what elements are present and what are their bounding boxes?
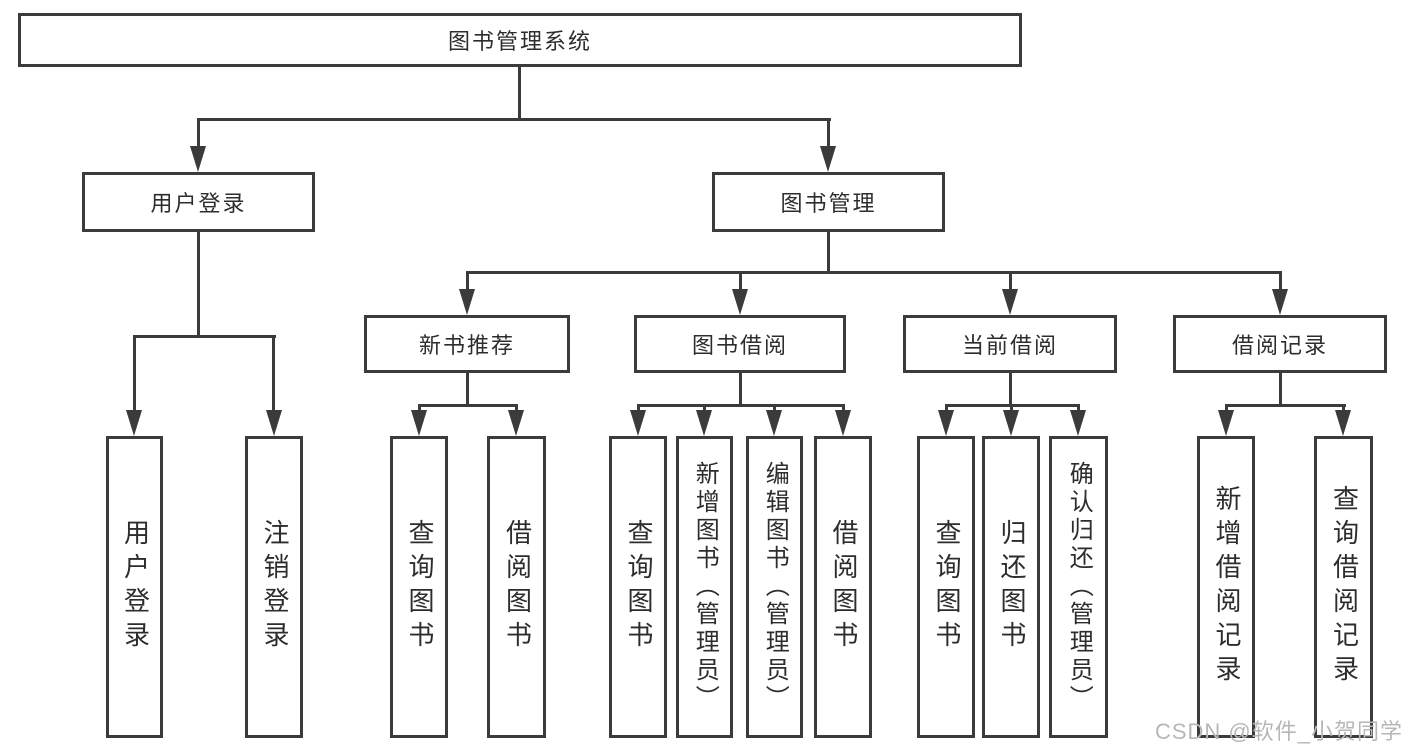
connector-line xyxy=(637,404,845,407)
connector-line xyxy=(842,404,845,414)
arrow-head xyxy=(266,410,282,436)
leaf-edit-book-admin: 编辑图书（管理员） xyxy=(746,436,803,738)
leaf-confirm-return-admin: 确认归还（管理员） xyxy=(1049,436,1108,738)
connector-line xyxy=(827,229,830,274)
arrow-head xyxy=(1003,410,1019,436)
connector-line xyxy=(739,271,742,295)
connector-line xyxy=(703,404,706,414)
arrow-head xyxy=(459,289,475,315)
leaf-add-borrow-record: 新增借阅记录 xyxy=(1197,436,1255,738)
connector-line xyxy=(466,370,469,407)
node-book-management-label: 图书管理 xyxy=(780,191,877,216)
leaf-user-login-label: 用户登录 xyxy=(120,519,151,655)
leaf-query-book-borrow-label: 查询图书 xyxy=(623,519,654,655)
connector-line xyxy=(466,271,1282,274)
connector-line xyxy=(1010,404,1013,414)
connector-line xyxy=(197,118,831,121)
leaf-add-book-admin: 新增图书（管理员） xyxy=(676,436,733,738)
node-new-book-recommend-label: 新书推荐 xyxy=(418,333,515,358)
connector-line xyxy=(418,404,421,414)
connector-line xyxy=(1009,370,1012,407)
arrow-head xyxy=(1218,410,1234,436)
connector-line xyxy=(1009,271,1012,295)
arrow-head xyxy=(732,289,748,315)
leaf-borrow-book-recommend: 借阅图书 xyxy=(487,436,546,738)
node-root-label: 图书管理系统 xyxy=(447,29,592,54)
leaf-query-book-current-label: 查询图书 xyxy=(931,519,962,655)
arrow-head xyxy=(630,410,646,436)
arrow-head xyxy=(835,410,851,436)
leaf-edit-book-admin-label: 编辑图书（管理员） xyxy=(761,461,789,713)
connector-line xyxy=(1279,271,1282,295)
arrow-head xyxy=(1002,289,1018,315)
connector-line xyxy=(197,118,200,152)
leaf-confirm-return-admin-label: 确认归还（管理员） xyxy=(1065,461,1093,713)
arrow-head xyxy=(126,410,142,436)
leaf-user-login: 用户登录 xyxy=(106,436,163,738)
leaf-return-book: 归还图书 xyxy=(982,436,1040,738)
leaf-return-book-label: 归还图书 xyxy=(996,519,1027,655)
node-current-borrow: 当前借阅 xyxy=(903,315,1117,373)
connector-line xyxy=(1077,404,1080,414)
connector-line xyxy=(1342,404,1345,414)
arrow-head xyxy=(508,410,524,436)
leaf-borrow-book-label: 借阅图书 xyxy=(828,519,859,655)
leaf-add-book-admin-label: 新增图书（管理员） xyxy=(691,461,719,713)
connector-line xyxy=(1279,370,1282,407)
arrow-head xyxy=(766,410,782,436)
connector-line xyxy=(827,118,830,152)
arrow-head xyxy=(411,410,427,436)
connector-line xyxy=(1225,404,1346,407)
leaf-query-book-current: 查询图书 xyxy=(917,436,975,738)
connector-line xyxy=(773,404,776,414)
connector-line xyxy=(945,404,948,414)
arrow-head xyxy=(190,146,206,172)
node-borrow-record-label: 借阅记录 xyxy=(1231,333,1328,358)
connector-line xyxy=(272,335,275,413)
csdn-watermark: CSDN @软件_小贺同学 xyxy=(1154,719,1403,744)
leaf-query-book-recommend: 查询图书 xyxy=(390,436,448,738)
node-book-borrow-label: 图书借阅 xyxy=(691,333,788,358)
connector-line xyxy=(518,66,521,120)
connector-line xyxy=(197,229,200,337)
leaf-query-book-recommend-label: 查询图书 xyxy=(404,519,435,655)
connector-line xyxy=(418,404,518,407)
leaf-logout: 注销登录 xyxy=(245,436,303,738)
node-book-borrow: 图书借阅 xyxy=(634,315,846,373)
node-current-borrow-label: 当前借阅 xyxy=(961,333,1058,358)
arrow-head xyxy=(1335,410,1351,436)
arrow-head xyxy=(1272,289,1288,315)
node-user-login: 用户登录 xyxy=(82,172,315,232)
connector-line xyxy=(133,335,276,338)
leaf-logout-label: 注销登录 xyxy=(259,519,290,655)
node-new-book-recommend: 新书推荐 xyxy=(364,315,570,373)
connector-line xyxy=(133,335,136,413)
leaf-borrow-book-recommend-label: 借阅图书 xyxy=(502,519,533,655)
leaf-query-book-borrow: 查询图书 xyxy=(609,436,667,738)
arrow-head xyxy=(1070,410,1086,436)
connector-line xyxy=(1225,404,1228,414)
leaf-add-borrow-record-label: 新增借阅记录 xyxy=(1211,485,1242,689)
node-borrow-record: 借阅记录 xyxy=(1173,315,1387,373)
leaf-query-borrow-record: 查询借阅记录 xyxy=(1314,436,1373,738)
arrow-head xyxy=(938,410,954,436)
connector-line xyxy=(515,404,518,414)
node-root: 图书管理系统 xyxy=(18,13,1022,67)
node-book-management: 图书管理 xyxy=(712,172,945,232)
arrow-head xyxy=(820,146,836,172)
node-user-login-label: 用户登录 xyxy=(150,191,247,216)
connector-line xyxy=(637,404,640,414)
arrow-head xyxy=(696,410,712,436)
connector-line xyxy=(739,370,742,407)
leaf-query-borrow-record-label: 查询借阅记录 xyxy=(1329,485,1360,689)
leaf-borrow-book: 借阅图书 xyxy=(814,436,872,738)
connector-line xyxy=(466,271,469,295)
